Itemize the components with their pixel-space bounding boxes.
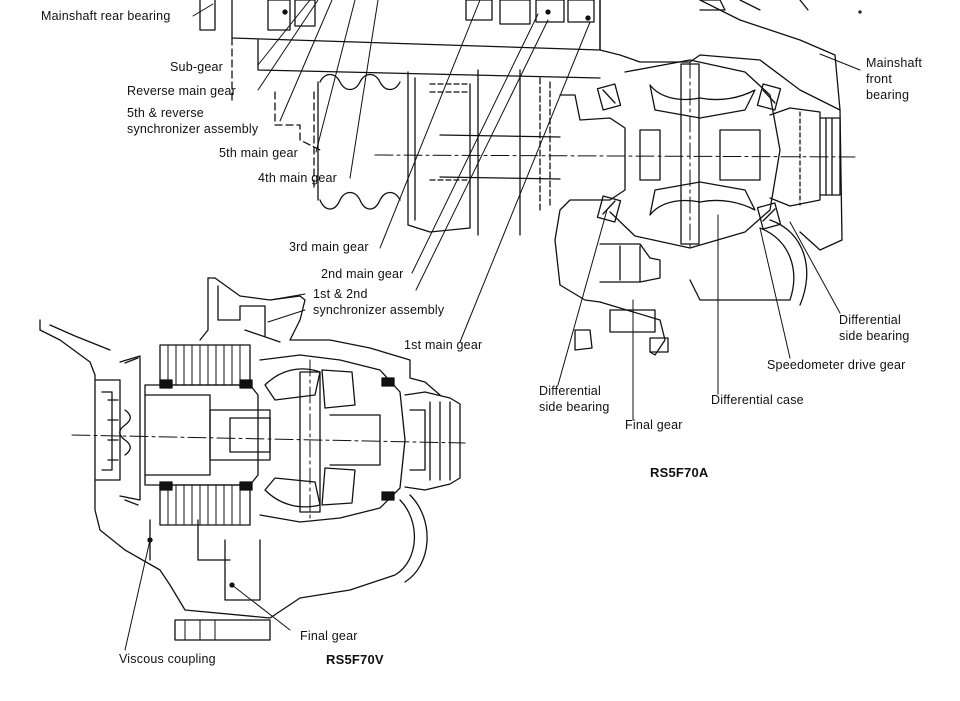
label-fourth-main-gear: 4th main gear	[258, 171, 338, 185]
label-first-main-gear: 1st main gear	[404, 338, 483, 352]
label-fifth-main-gear: 5th main gear	[219, 146, 299, 160]
label-mainshaft-front-bearing: Mainshaft front bearing	[866, 56, 922, 102]
label-speedometer-drive-gear: Speedometer drive gear	[767, 358, 906, 372]
model-code-bottom: RS5F70V	[326, 652, 384, 667]
label-fifth-reverse-synchronizer: 5th & reverse synchronizer assembly	[127, 106, 259, 136]
label-differential-case: Differential case	[711, 393, 804, 407]
model-code-top: RS5F70A	[650, 465, 709, 480]
label-third-main-gear: 3rd main gear	[289, 240, 369, 254]
label-mainshaft-rear-bearing: Mainshaft rear bearing	[41, 9, 171, 23]
label-final-gear-top: Final gear	[625, 418, 683, 432]
bottom-transaxle-assembly	[40, 278, 465, 650]
label-second-main-gear: 2nd main gear	[321, 267, 404, 281]
label-differential-side-bearing-right: Differential side bearing	[839, 313, 910, 343]
label-sub-gear: Sub-gear	[170, 60, 224, 74]
top-transaxle-assembly	[193, 0, 861, 420]
label-reverse-main-gear: Reverse main gear	[127, 84, 237, 98]
label-final-gear-bottom: Final gear	[300, 629, 358, 643]
label-first-second-synchronizer: 1st & 2nd synchronizer assembly	[313, 287, 445, 317]
label-differential-side-bearing-left: Differential side bearing	[539, 384, 610, 414]
label-viscous-coupling: Viscous coupling	[119, 652, 216, 666]
